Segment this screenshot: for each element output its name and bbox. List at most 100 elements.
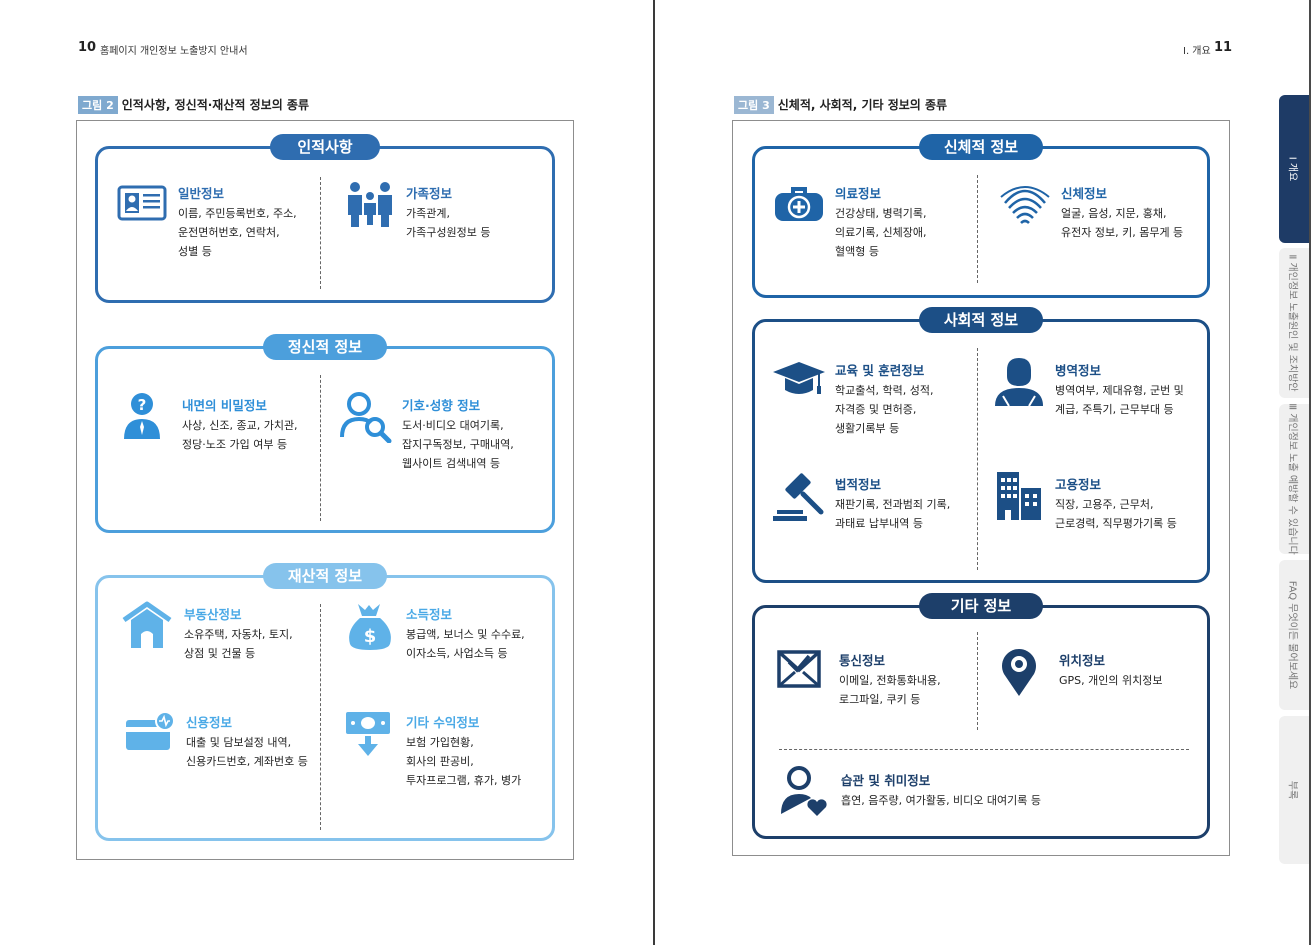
desc-line: 계급, 주특기, 근무부대 등	[1055, 403, 1174, 416]
row-divider	[779, 749, 1189, 750]
desc-line: 봉급액, 보너스 및 수수료,	[406, 628, 525, 641]
desc-line: 상점 및 건물 등	[184, 647, 256, 660]
item-description: 대출 및 담보설정 내역, 신용카드번호, 계좌번호 등	[186, 733, 308, 771]
tab-label: 부록	[1286, 780, 1298, 800]
gavel-icon	[773, 473, 824, 521]
desc-line: 로그파일, 쿠키 등	[839, 693, 921, 706]
item-description: 이름, 주민등록번호, 주소, 운전면허번호, 연락처, 성별 등	[178, 204, 297, 261]
desc-line: 회사의 판공비,	[406, 755, 474, 768]
item-description: 도서·비디오 대여기록, 잡지구독정보, 구매내역, 웹사이트 검색내역 등	[402, 416, 514, 473]
item-title: 신체정보	[1061, 186, 1108, 201]
figure-3-frame	[732, 120, 1230, 856]
desc-line: 혈액형 등	[835, 245, 879, 258]
location-pin-icon	[1002, 649, 1036, 696]
desc-line: 재판기록, 전과범죄 기록,	[835, 498, 951, 511]
panel-title: 인적사항	[270, 134, 380, 160]
column-divider	[977, 175, 978, 283]
figure-3-tag: 그림 3	[734, 96, 774, 114]
column-divider	[320, 177, 321, 289]
tab-label: Ⅲ 개인정보 노출 예방할 수 있습니다	[1286, 403, 1298, 555]
panel-title: 신체적 정보	[919, 134, 1043, 160]
medical-kit-icon	[775, 187, 823, 221]
item-description: 사상, 신조, 종교, 가치관, 정당·노조 가입 여부 등	[182, 416, 298, 454]
desc-line: 성별 등	[178, 245, 212, 258]
desc-line: 가족구성원정보 등	[406, 226, 491, 239]
banknote-icon	[346, 712, 390, 756]
fingerprint-icon	[1000, 186, 1050, 224]
item-title: 통신정보	[839, 653, 886, 668]
desc-line: 잡지구독정보, 구매내역,	[402, 438, 514, 451]
desc-line: 직장, 고용주, 근무처,	[1055, 498, 1154, 511]
tab-prevention[interactable]: Ⅲ 개인정보 노출 예방할 수 있습니다	[1279, 403, 1309, 555]
column-divider	[977, 348, 978, 570]
id-card-icon	[117, 185, 167, 221]
tab-label: Ⅱ 개인정보 노출원인 및 조치방안	[1286, 254, 1298, 392]
mail-check-icon	[777, 650, 821, 688]
desc-line: 과태료 납부내역 등	[835, 517, 923, 530]
right-running-head: Ⅰ. 개요	[1183, 46, 1211, 57]
panel-property-info: 재산적 정보 부동산정보 소유주택, 자동차, 토지, 상점 및 건물 등 $ …	[95, 563, 555, 841]
item-description: 병역여부, 제대유형, 군번 및 계급, 주특기, 근무부대 등	[1055, 381, 1184, 419]
desc-line: 소유주택, 자동차, 토지,	[184, 628, 293, 641]
figure-3-title: 신체적, 사회적, 기타 정보의 종류	[777, 98, 948, 112]
panel-title: 기타 정보	[919, 593, 1043, 619]
desc-line: 신용카드번호, 계좌번호 등	[186, 755, 308, 768]
person-search-icon	[340, 392, 392, 443]
house-icon	[122, 601, 172, 648]
item-title: 가족정보	[406, 186, 453, 201]
panel-title: 정신적 정보	[263, 334, 387, 360]
desc-line: 이자소득, 사업소득 등	[406, 647, 508, 660]
item-title: 법적정보	[835, 477, 882, 492]
desc-line: 얼굴, 음성, 지문, 홍채,	[1061, 207, 1167, 220]
desc-line: 가족관계,	[406, 207, 450, 220]
panel-social-info: 사회적 정보 교육 및 훈련정보 학교출석, 학력, 성적, 자격증 및 면허증…	[752, 307, 1210, 583]
tab-label: FAQ 무엇이든 물어보세요	[1286, 580, 1298, 690]
desc-line: 자격증 및 면허증,	[835, 403, 917, 416]
item-title: 일반정보	[178, 186, 225, 201]
panel-personal-info: 인적사항 일반정보 이름, 주민등록번호, 주소, 운전면허번호, 연락처, 성…	[95, 134, 555, 303]
item-description: 봉급액, 보너스 및 수수료, 이자소득, 사업소득 등	[406, 625, 525, 663]
panel-physical-info: 신체적 정보 의료정보 건강상태, 병력기록, 의료기록, 신체장애, 혈액형 …	[752, 134, 1210, 298]
desc-line: 정당·노조 가입 여부 등	[182, 438, 288, 451]
desc-line: 이메일, 전화통화내용,	[839, 674, 941, 687]
column-divider	[320, 375, 321, 521]
desc-line: 사상, 신조, 종교, 가치관,	[182, 419, 298, 432]
desc-line: 유전자 정보, 키, 몸무게 등	[1061, 226, 1184, 239]
item-title: 신용정보	[186, 715, 233, 730]
family-icon	[348, 182, 392, 227]
desc-line: 운전면허번호, 연락처,	[178, 226, 280, 239]
graduation-cap-icon	[773, 362, 825, 394]
money-bag-icon: $	[349, 604, 391, 650]
tab-faq[interactable]: FAQ 무엇이든 물어보세요	[1279, 560, 1309, 710]
desc-line: 흡연, 음주량, 여가활동, 비디오 대여기록 등	[841, 794, 1042, 807]
left-page-number: 10	[78, 40, 97, 55]
svg-text:$: $	[364, 626, 377, 647]
figure-2-frame	[76, 120, 574, 860]
item-description: 보험 가입현황, 회사의 판공비, 투자프로그램, 휴가, 병가	[406, 733, 521, 790]
desc-line: 투자프로그램, 휴가, 병가	[406, 774, 522, 787]
desc-line: 학교출석, 학력, 성적,	[835, 384, 934, 397]
figure-2-tag: 그림 2	[78, 96, 118, 114]
tab-exposure-causes[interactable]: Ⅱ 개인정보 노출원인 및 조치방안	[1279, 248, 1309, 398]
item-title: 기호·성향 정보	[402, 398, 481, 413]
svg-text:?: ?	[138, 396, 147, 414]
tab-overview[interactable]: Ⅰ 개요	[1279, 95, 1309, 243]
right-page-number: 11	[1214, 40, 1233, 55]
tab-appendix[interactable]: 부록	[1279, 716, 1309, 864]
panel-mental-info: 정신적 정보 ? 내면의 비밀정보 사상, 신조, 종교, 가치관, 정당·노조…	[95, 334, 555, 533]
desc-line: 대출 및 담보설정 내역,	[186, 736, 292, 749]
item-title: 부동산정보	[184, 607, 242, 622]
item-title: 교육 및 훈련정보	[835, 363, 925, 378]
page-spine	[653, 0, 655, 945]
desc-line: 보험 가입현황,	[406, 736, 474, 749]
item-description: 건강상태, 병력기록, 의료기록, 신체장애, 혈액형 등	[835, 204, 926, 261]
item-description: GPS, 개인의 위치정보	[1059, 671, 1162, 690]
building-icon	[997, 472, 1041, 520]
desc-line: 이름, 주민등록번호, 주소,	[178, 207, 297, 220]
column-divider	[977, 632, 978, 730]
tab-label: Ⅰ 개요	[1286, 156, 1298, 182]
item-description: 이메일, 전화통화내용, 로그파일, 쿠키 등	[839, 671, 941, 709]
item-description: 재판기록, 전과범죄 기록, 과태료 납부내역 등	[835, 495, 950, 533]
item-description: 학교출석, 학력, 성적, 자격증 및 면허증, 생활기록부 등	[835, 381, 933, 438]
